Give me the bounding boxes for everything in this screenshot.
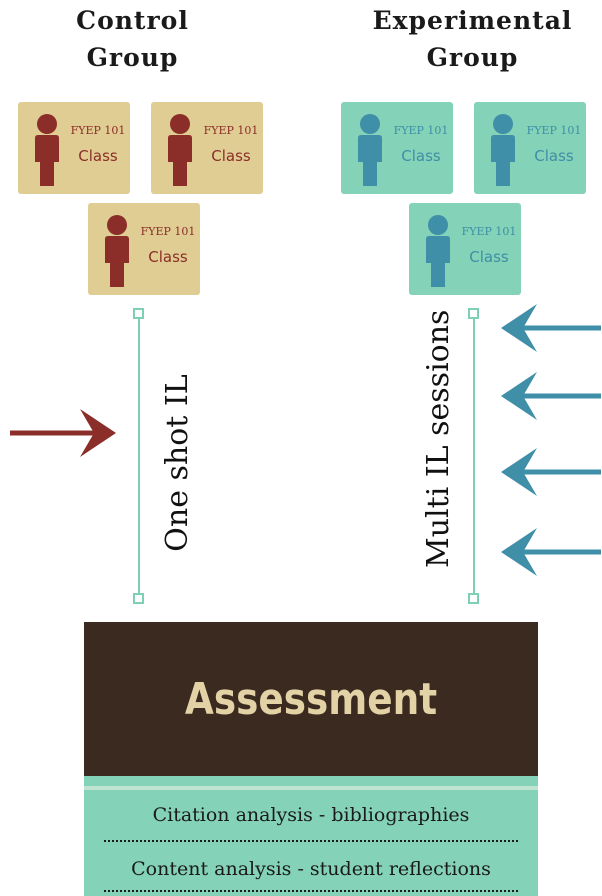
person-icon <box>35 114 59 186</box>
experimental-timeline <box>473 318 475 594</box>
person-icon <box>358 114 382 186</box>
class-label: Class <box>211 147 251 165</box>
timeline-start-node <box>468 308 479 319</box>
control-class-card: FYEP 101 Class <box>18 102 130 194</box>
assessment-method: Content analysis - student reflections <box>131 858 491 880</box>
control-intervention-label: One shot IL <box>160 374 195 552</box>
class-label: Class <box>469 248 509 266</box>
class-code: FYEP 101 <box>140 225 196 238</box>
arrow-left-icon <box>501 372 601 420</box>
class-code: FYEP 101 <box>70 124 126 137</box>
arrow-left-icon <box>501 304 601 352</box>
dotted-divider <box>104 840 518 842</box>
class-code: FYEP 101 <box>203 124 259 137</box>
class-label: Class <box>78 147 118 165</box>
class-label: Class <box>148 248 188 266</box>
control-timeline <box>138 318 140 594</box>
dotted-divider <box>104 890 518 892</box>
experimental-class-card: FYEP 101 Class <box>409 203 521 295</box>
control-group-title: Control Group <box>40 2 225 76</box>
assessment-title: Assessment <box>184 674 438 725</box>
class-code: FYEP 101 <box>393 124 449 137</box>
control-class-card: FYEP 101 Class <box>151 102 263 194</box>
class-label: Class <box>401 147 441 165</box>
experimental-class-card: FYEP 101 Class <box>341 102 453 194</box>
assessment-method: Citation analysis - bibliographies <box>152 804 470 826</box>
control-class-card: FYEP 101 Class <box>88 203 200 295</box>
experimental-class-card: FYEP 101 Class <box>474 102 586 194</box>
person-icon <box>168 114 192 186</box>
arrow-left-icon <box>501 528 601 576</box>
divider <box>84 786 538 790</box>
class-label: Class <box>534 147 574 165</box>
class-code: FYEP 101 <box>461 225 517 238</box>
timeline-end-node <box>133 593 144 604</box>
control-title-line1: Control <box>76 6 189 35</box>
person-icon <box>105 215 129 287</box>
experimental-group-title: Experimental Group <box>355 2 590 76</box>
class-code: FYEP 101 <box>526 124 582 137</box>
timeline-end-node <box>468 593 479 604</box>
person-icon <box>491 114 515 186</box>
assessment-methods: Citation analysis - bibliographies Conte… <box>84 776 538 896</box>
control-title-line2: Group <box>86 43 179 72</box>
experimental-title-line1: Experimental <box>372 6 573 35</box>
timeline-start-node <box>133 308 144 319</box>
experimental-intervention-label: Multi IL sessions <box>421 309 456 568</box>
arrow-left-icon <box>501 448 601 496</box>
assessment-header: Assessment <box>84 622 538 776</box>
person-icon <box>426 215 450 287</box>
arrow-right-icon <box>10 409 116 457</box>
experimental-title-line2: Group <box>426 43 519 72</box>
